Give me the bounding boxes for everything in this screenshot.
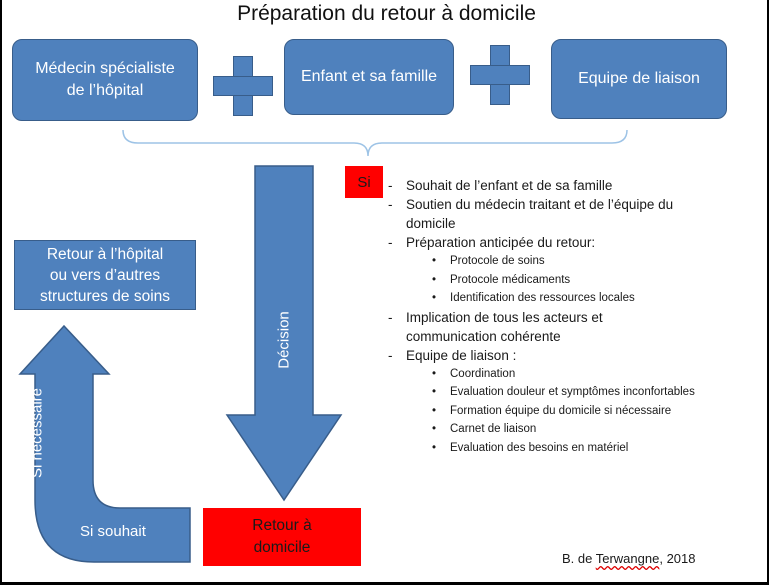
sub-item-text: Identification des ressources locales <box>450 292 635 304</box>
retour-hopital-line2: ou vers d’autres <box>49 266 161 284</box>
sub-item-text: Carnet de liaison <box>450 423 537 435</box>
retour-domicile-line2: domicile <box>253 539 311 556</box>
diagram-title: Préparation du retour à domicile <box>237 2 536 25</box>
box-retour-domicile: Retour à domicile <box>203 508 361 566</box>
sub-item: • Formation équipe du domicile si nécessa… <box>388 402 767 421</box>
condition-soutien: - Soutien du médecin traitant et de l’éq… <box>388 195 767 233</box>
dash-marker: - <box>388 347 393 363</box>
bullet-marker: • <box>432 404 437 417</box>
sub-item: • Identification des ressources locales <box>388 289 767 308</box>
sub-item: • Protocole médicaments <box>388 271 767 290</box>
retour-hopital-line3: structures de soins <box>39 287 171 305</box>
condition-souhait: - Souhait de l’enfant et de sa famille <box>388 176 767 195</box>
sub-item-text: Evaluation douleur et symptômes inconfor… <box>450 386 695 398</box>
bullet-marker: • <box>432 255 437 267</box>
box-enfant-famille: Enfant et sa famille <box>284 39 454 115</box>
sub-item: • Carnet de liaison <box>388 420 767 439</box>
sub-item: • Protocole de soins <box>388 252 767 271</box>
bullet-marker: • <box>432 386 437 398</box>
condition-text: Souhait de l’enfant et de sa famille <box>406 178 613 193</box>
plus-sign-2 <box>470 45 530 105</box>
condition-text-cont: domicile <box>406 216 456 231</box>
sub-item: • Evaluation des besoins en matériel <box>388 439 767 458</box>
si-souhait-label: Si souhait <box>80 523 146 540</box>
dash-marker: - <box>388 197 393 212</box>
sub-item-text: Formation équipe du domicile si nécessai… <box>450 404 672 417</box>
condition-text: Soutien du médecin traitant et de l’équi… <box>406 197 674 212</box>
condition-text: Equipe de liaison : <box>406 347 517 363</box>
bullet-marker: • <box>432 423 437 435</box>
dash-marker: - <box>388 309 393 325</box>
condition-text: Implication de tous les acteurs et <box>406 309 603 325</box>
credit-suffix: , 2018 <box>659 551 696 566</box>
bullet-marker: • <box>432 367 437 380</box>
condition-equipe: - Equipe de liaison : <box>388 346 767 365</box>
credit-name: Terwangne <box>595 551 660 566</box>
dash-marker: - <box>388 235 393 250</box>
condition-text-cont: communication cohérente <box>406 328 561 344</box>
box-medecin-specialiste: Médecin spécialiste de l’hôpital <box>12 39 198 121</box>
retour-hopital-line1: Retour à l’hôpital <box>46 245 164 263</box>
retour-domicile-line1: Retour à <box>252 517 312 534</box>
decision-label: Décision <box>275 311 293 369</box>
sub-item-text: Evaluation des besoins en matériel <box>450 441 629 454</box>
medecin-line2: de l’hôpital <box>66 82 144 99</box>
box-equipe-liaison: Equipe de liaison <box>551 39 727 119</box>
si-badge: Si <box>345 166 383 198</box>
si-necessaire-label: Si nécessaire <box>28 387 46 479</box>
condition-text: Préparation anticipée du retour: <box>406 235 596 250</box>
grouping-brace <box>122 129 628 157</box>
conditions-list: - Souhait de l’enfant et de sa famille -… <box>388 176 767 458</box>
bullet-marker: • <box>432 273 437 286</box>
box-retour-hopital: Retour à l’hôpital ou vers d’autres stru… <box>14 240 196 310</box>
plus-sign-1 <box>213 56 273 116</box>
dash-marker: - <box>388 178 393 193</box>
enfant-label: Enfant et sa famille <box>300 68 438 85</box>
sub-item-text: Coordination <box>450 367 516 380</box>
sub-item-text: Protocole médicaments <box>450 273 571 286</box>
sub-item: • Coordination <box>388 365 767 384</box>
credit-prefix: B. de <box>562 551 596 566</box>
bullet-marker: • <box>432 292 437 304</box>
equipe-label: Equipe de liaison <box>578 70 700 87</box>
bullet-marker: • <box>432 441 437 454</box>
condition-preparation: - Préparation anticipée du retour: <box>388 233 767 252</box>
author-credit: B. de Terwangne, 2018 <box>562 551 696 566</box>
decision-arrow <box>225 165 343 502</box>
condition-implication: - Implication de tous les acteurs et com… <box>388 308 767 346</box>
sub-item: • Evaluation douleur et symptômes inconfo… <box>388 383 767 402</box>
sub-item-text: Protocole de soins <box>450 255 545 267</box>
medecin-line1: Médecin spécialiste <box>35 60 175 77</box>
return-uturn-arrow <box>18 324 191 563</box>
